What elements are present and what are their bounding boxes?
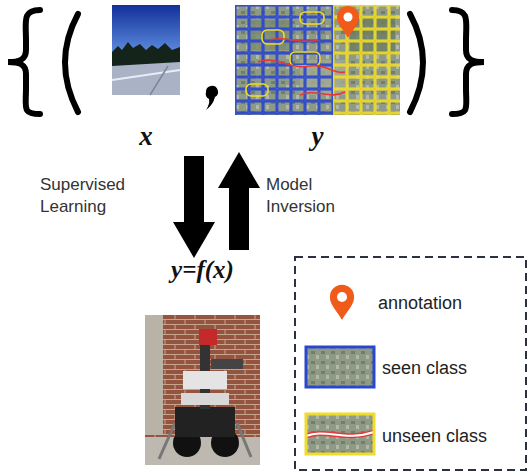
model-robot: y=f(x) xyxy=(140,255,265,467)
label-map: y xyxy=(235,5,400,151)
up-arrow xyxy=(218,152,260,250)
seen-class-swatch xyxy=(306,347,374,387)
legend-entry: annotation xyxy=(378,291,462,315)
legend-entry: seen class xyxy=(382,356,467,380)
node-label: x xyxy=(139,121,153,151)
unseen-class-swatch xyxy=(306,414,374,454)
legend-text: seen class xyxy=(382,358,467,378)
legend-entry: unseen class xyxy=(382,424,487,448)
legend-frame xyxy=(295,257,526,470)
legend-text: unseen class xyxy=(382,426,487,446)
process-label: Supervised Learning xyxy=(40,174,158,218)
aerial-map xyxy=(235,5,400,115)
annotation-pin xyxy=(330,285,354,320)
legend-text: annotation xyxy=(378,293,462,313)
tuple-comma xyxy=(206,86,218,110)
node-label: y xyxy=(312,121,324,151)
camera-image xyxy=(112,5,180,95)
robot-photo xyxy=(145,315,260,465)
node-label: y=f(x) xyxy=(171,255,234,285)
down-arrow xyxy=(173,156,215,258)
input-image: x xyxy=(106,5,186,151)
process-label: Model Inversion xyxy=(266,174,358,218)
